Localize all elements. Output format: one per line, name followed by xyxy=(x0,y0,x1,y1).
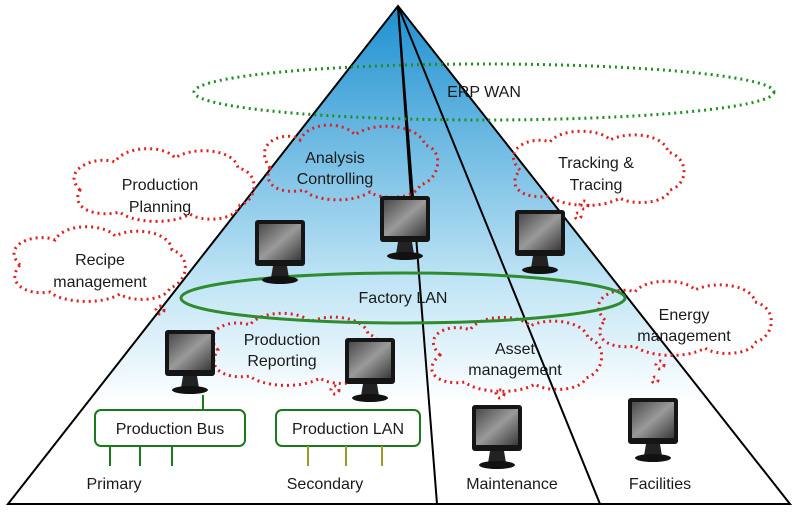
production-bus-box xyxy=(94,409,246,447)
production-planning-label-2: Planning xyxy=(129,199,191,216)
reporting-label-1: Production xyxy=(244,332,321,349)
energy-label-1: Energy xyxy=(659,307,710,324)
recipe-label-1: Recipe xyxy=(75,252,125,269)
energy-label-2: management xyxy=(637,328,731,345)
cloud-asset-management xyxy=(430,315,604,400)
tracking-label-2: Tracing xyxy=(570,177,623,194)
cloud-energy-management xyxy=(597,279,773,385)
secondary-label: Secondary xyxy=(287,476,364,493)
facilities-label: Facilities xyxy=(629,476,691,493)
asset-label-1: Asset xyxy=(495,341,536,358)
cloud-tracking-tracing xyxy=(512,129,686,221)
primary-label: Primary xyxy=(86,476,141,493)
production-lan-box xyxy=(275,409,421,447)
reporting-label-2: Reporting xyxy=(247,353,316,370)
cloud-recipe-management xyxy=(12,225,187,316)
production-bus-label: Production Bus xyxy=(116,421,225,438)
factory-lan-ring xyxy=(179,271,627,325)
cloud-analysis-controlling xyxy=(263,123,440,202)
maintenance-label: Maintenance xyxy=(466,476,558,493)
erp-wan-label: ERP WAN xyxy=(447,84,521,101)
tracking-label-1: Tracking & xyxy=(558,155,634,172)
analysis-label-2: Controlling xyxy=(297,171,373,188)
erp-wan-ring xyxy=(192,62,776,122)
divider-line-facilities xyxy=(397,5,601,505)
recipe-label-2: management xyxy=(53,274,147,291)
asset-label-2: management xyxy=(468,362,562,379)
analysis-label-1: Analysis xyxy=(305,150,365,167)
production-lan-label: Production LAN xyxy=(292,421,404,438)
factory-lan-label: Factory LAN xyxy=(359,290,448,307)
connector-line xyxy=(397,5,412,197)
production-planning-label-1: Production xyxy=(122,177,199,194)
